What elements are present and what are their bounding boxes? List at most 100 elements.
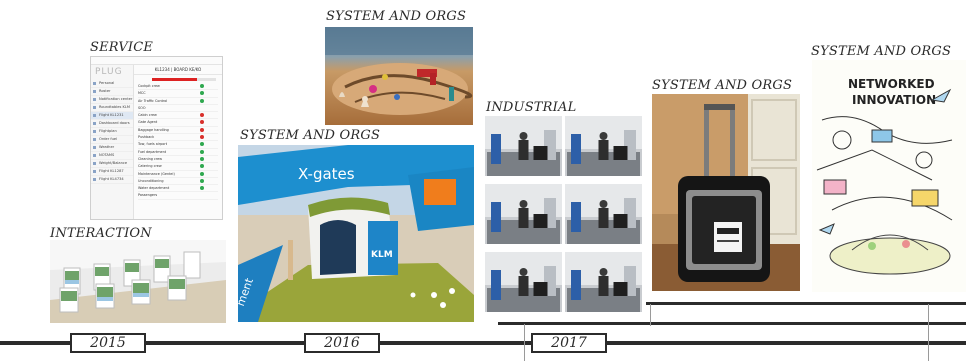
status-row: SOO — [138, 105, 218, 113]
status-row: Passengers — [138, 192, 218, 200]
status-indicator-icon — [200, 106, 204, 110]
status-row-label: Passengers — [138, 193, 158, 198]
status-indicator-icon — [200, 113, 204, 118]
menu-item[interactable]: Roster — [91, 88, 133, 96]
drawing-title-1: NETWORKED — [848, 77, 935, 91]
status-indicator-icon — [200, 193, 204, 197]
drawing-image: NETWORKED INNOVATION — [812, 60, 966, 292]
label-service: SERVICE — [90, 40, 154, 55]
status-row-label: Gate Agent — [138, 120, 158, 125]
app-header: KL1234 | BOARD KE/KO — [134, 65, 222, 75]
status-indicator-icon — [200, 149, 204, 154]
menu-item[interactable]: Flight KL1287 — [91, 168, 133, 176]
industrial-photo-grid — [485, 116, 642, 312]
label-system-top: SYSTEM AND ORGS — [326, 9, 467, 24]
board-game-image — [325, 27, 473, 125]
timeline-main-line — [0, 341, 966, 345]
status-row-label: Water department — [138, 186, 170, 191]
industrial-photo-tile — [565, 116, 642, 176]
board-game-photo — [325, 27, 473, 125]
model-image: X-gates ment KLM — [238, 145, 474, 322]
tablet-status-bar — [91, 57, 222, 65]
cabin-render-image — [50, 240, 226, 323]
label-system-suitcase: SYSTEM AND ORGS — [652, 78, 793, 93]
menu-item[interactable]: Flight KL4734 — [91, 176, 133, 184]
status-row-label: Pushback — [138, 135, 155, 140]
status-row: Pushback — [138, 134, 218, 142]
app-logo: PLUG — [95, 67, 123, 77]
status-row-label: Air Traffic Control — [138, 98, 168, 103]
menu-item[interactable]: Notification center — [91, 96, 133, 104]
status-row-label: Cleaning crew — [138, 156, 162, 161]
status-row-label: Fuel department — [138, 149, 167, 154]
menu-item[interactable]: NOTAMS — [91, 152, 133, 160]
status-row-label: Cabin crew — [138, 113, 157, 118]
status-indicator-icon — [200, 120, 204, 125]
industrial-photo-tile — [485, 116, 562, 176]
menu-item[interactable]: Flight KL1231 — [91, 112, 133, 120]
menu-item[interactable]: Roundtables KLM — [91, 104, 133, 112]
model-brand-text: X-gates — [298, 165, 355, 183]
status-row-label: Unconditioning — [138, 178, 164, 183]
industrial-photo-tile — [565, 184, 642, 244]
timeline-connector-2 — [650, 304, 651, 326]
menu-item[interactable]: Weather — [91, 144, 133, 152]
status-indicator-icon — [200, 156, 204, 161]
progress-bar — [152, 78, 216, 81]
status-indicator-icon — [200, 91, 204, 96]
status-row: Tow, fuels airport — [138, 141, 218, 149]
menu-item[interactable]: Weight/Balance — [91, 160, 133, 168]
status-row-label: SOO — [138, 105, 146, 110]
status-row: Gate Agent — [138, 119, 218, 127]
status-row-label: Tow, fuels airport — [138, 142, 168, 147]
status-row: Cabin crew — [138, 112, 218, 120]
progress-fill — [152, 78, 197, 81]
timeline-branch-upper — [646, 302, 966, 305]
drawing-title-2: INNOVATION — [852, 93, 936, 107]
status-row: Cleaning crew — [138, 156, 218, 164]
year-2017: 2017 — [531, 333, 607, 353]
menu-item[interactable]: Dashboard doors — [91, 120, 133, 128]
label-system-model: SYSTEM AND ORGS — [240, 128, 381, 143]
status-indicator-icon — [200, 142, 204, 147]
timeline-connector-1 — [524, 324, 525, 361]
status-row-label: MCC — [138, 91, 146, 96]
status-row-label: Baggage handling — [138, 127, 169, 132]
networked-innovation-drawing: NETWORKED INNOVATION — [812, 60, 966, 292]
status-indicator-icon — [200, 178, 204, 183]
menu-item[interactable]: Flightplan — [91, 128, 133, 136]
status-row-label: Maintenance (Gentel) — [138, 171, 175, 176]
suitcase-photo — [652, 94, 800, 291]
industrial-photo-tile — [485, 184, 562, 244]
label-industrial: INDUSTRIAL — [486, 100, 577, 115]
status-row-label: Catering crew — [138, 164, 162, 169]
status-row: Maintenance (Gentel) — [138, 171, 218, 178]
status-row: MCC — [138, 90, 218, 98]
status-indicator-icon — [200, 127, 204, 132]
timeline-branch-middle — [498, 322, 966, 325]
label-system-drawing: SYSTEM AND ORGS — [811, 44, 952, 59]
status-row: Air Traffic Control — [138, 98, 218, 105]
status-row: Unconditioning — [138, 178, 218, 186]
menu-item[interactable]: Order fuel — [91, 136, 133, 144]
industrial-grid-image — [485, 116, 642, 312]
status-indicator-icon — [200, 171, 204, 176]
status-row: Cockpit crew — [138, 83, 218, 91]
status-indicator-icon — [200, 98, 204, 103]
menu-item[interactable]: Personal — [91, 80, 133, 88]
status-row: Water department — [138, 185, 218, 193]
suitcase-image — [652, 94, 800, 291]
status-row-label: Cockpit crew — [138, 84, 160, 88]
timeline-connector-3 — [928, 304, 929, 361]
year-2015: 2015 — [70, 333, 146, 353]
status-row: Fuel department — [138, 149, 218, 156]
status-indicator-icon — [200, 84, 204, 88]
architecture-model-photo: X-gates ment KLM — [238, 145, 474, 322]
cabin-render-photo — [50, 240, 226, 323]
status-row: Baggage handling — [138, 127, 218, 135]
